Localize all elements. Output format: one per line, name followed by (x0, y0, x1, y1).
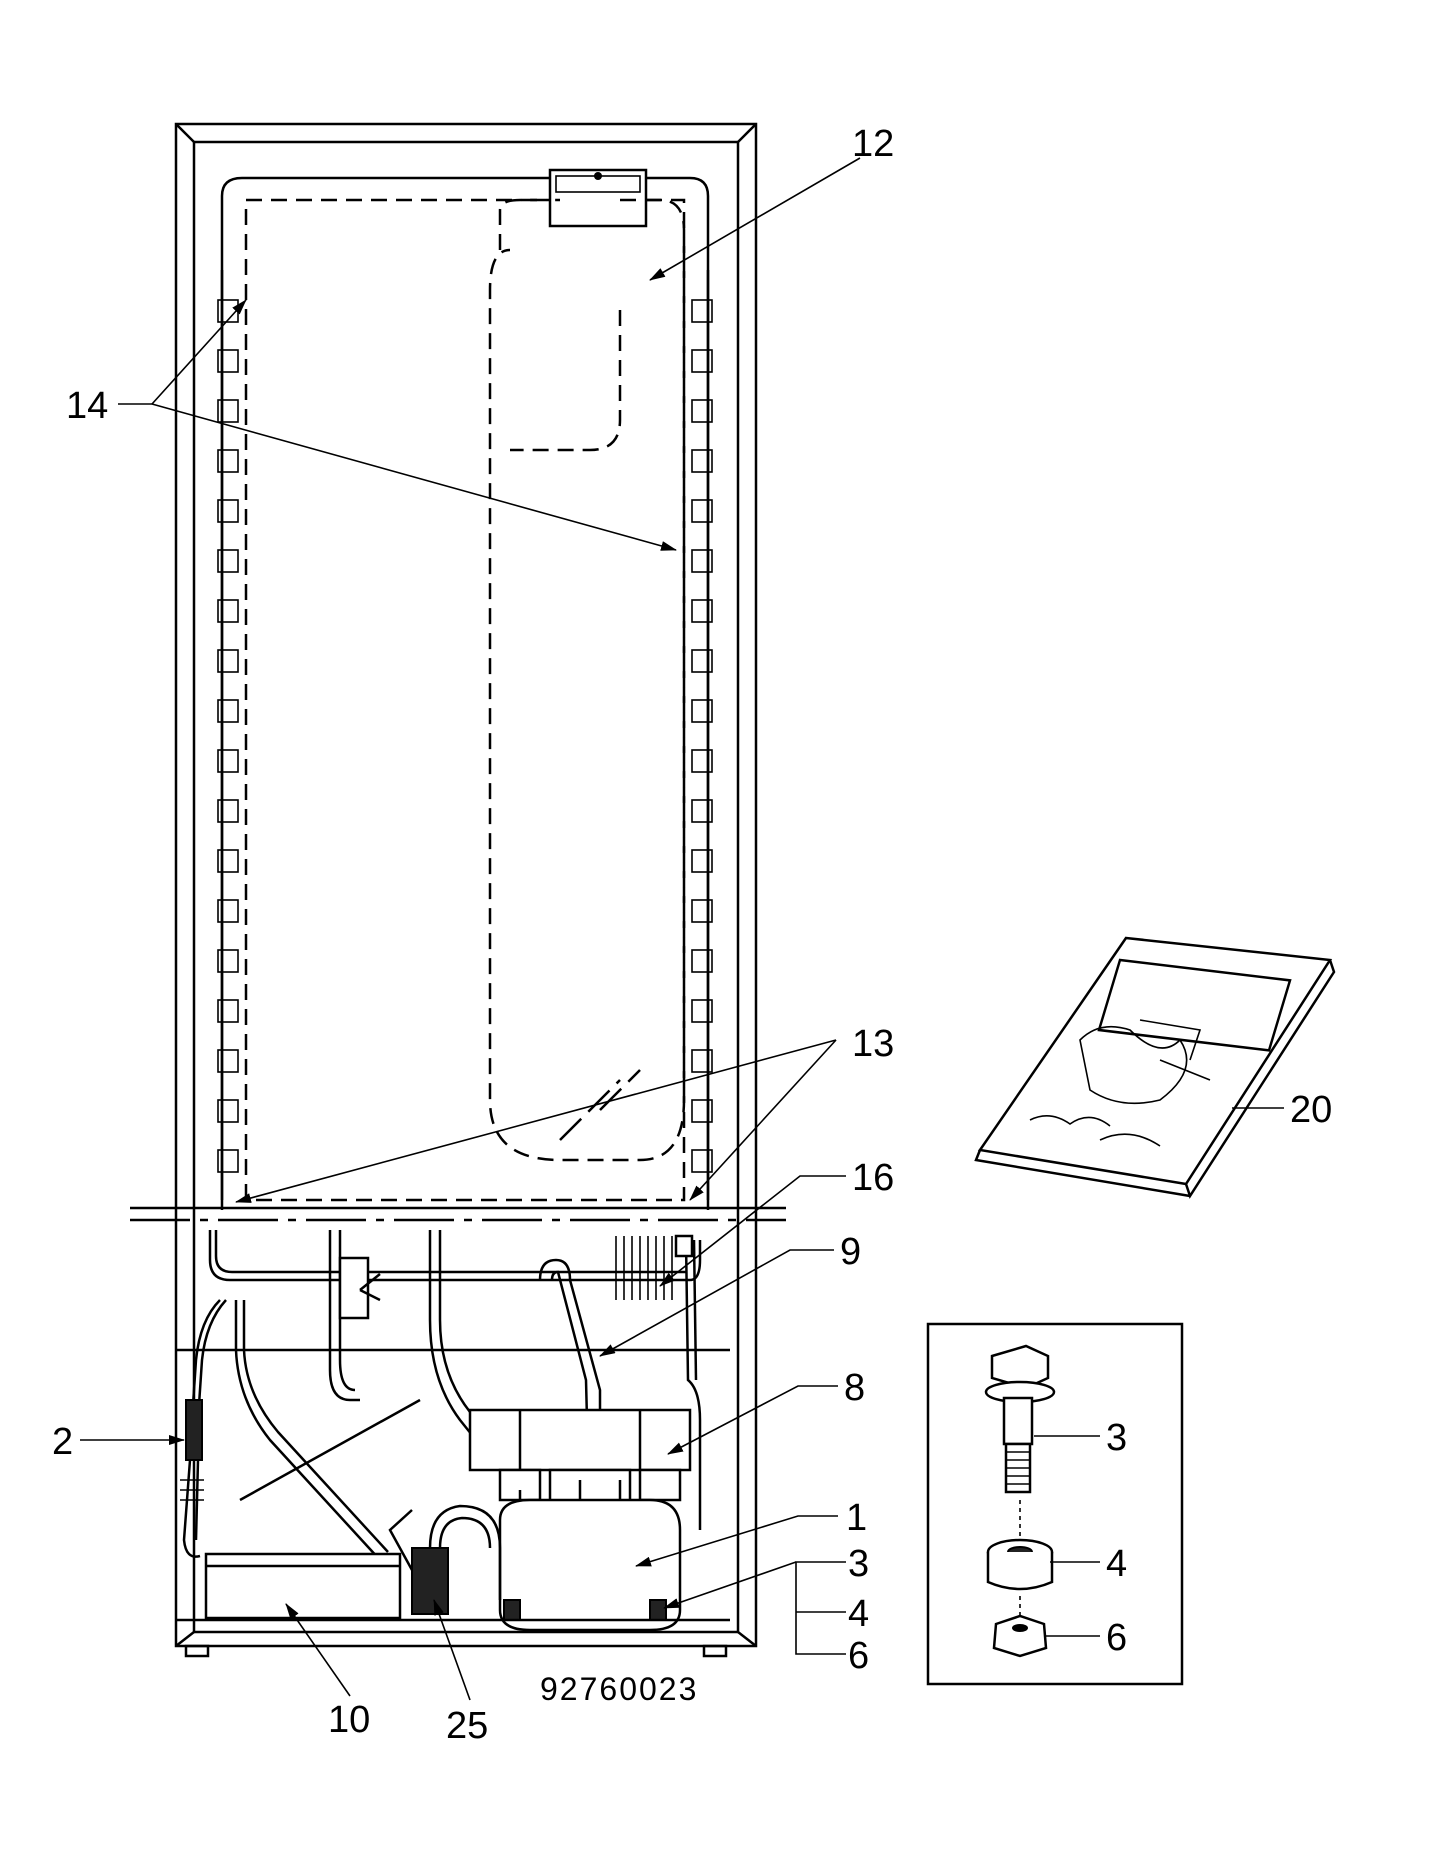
lower-compartment (176, 1230, 730, 1632)
inner-panel (217, 168, 713, 1210)
callout-25: 25 (446, 1705, 488, 1747)
thermostat-housing (548, 168, 648, 228)
detail-callout-4: 4 (1106, 1543, 1127, 1585)
drain-tray (204, 1552, 402, 1620)
drawing-number: 92760023 (540, 1671, 698, 1707)
cabinet-outline (174, 122, 758, 1658)
callout-4: 4 (848, 1593, 869, 1635)
callout-10: 10 (328, 1699, 370, 1741)
callout-labels: 12 14 13 16 9 8 1 3 4 6 2 10 25 20 3 4 6… (52, 123, 1332, 1747)
bushing (986, 1538, 1054, 1591)
leader-lines (80, 157, 1284, 1701)
callout-3: 3 (848, 1543, 869, 1585)
nut (992, 1614, 1048, 1658)
section-break-line (130, 1206, 786, 1222)
callout-16: 16 (852, 1157, 894, 1199)
callout-8: 8 (844, 1367, 865, 1409)
callout-13: 13 (852, 1023, 894, 1065)
callout-14: 14 (66, 385, 108, 427)
callout-6: 6 (848, 1635, 869, 1677)
fastener-detail-box (926, 1322, 1184, 1686)
instruction-booklet (974, 936, 1336, 1199)
detail-callout-6: 6 (1106, 1617, 1127, 1659)
callout-1: 1 (846, 1497, 867, 1539)
detail-callout-3: 3 (1106, 1417, 1127, 1459)
drier-fins (615, 1234, 694, 1300)
callout-9: 9 (840, 1231, 861, 1273)
callout-2: 2 (52, 1421, 73, 1463)
callout-12: 12 (852, 123, 894, 165)
starter-relay (180, 1399, 204, 1558)
condenser-coil-right (691, 270, 713, 1200)
callout-20: 20 (1290, 1089, 1332, 1131)
capacitor (388, 1504, 502, 1615)
bolt (984, 1344, 1056, 1494)
condenser-coil-left (217, 270, 239, 1200)
compressor (498, 1480, 682, 1632)
